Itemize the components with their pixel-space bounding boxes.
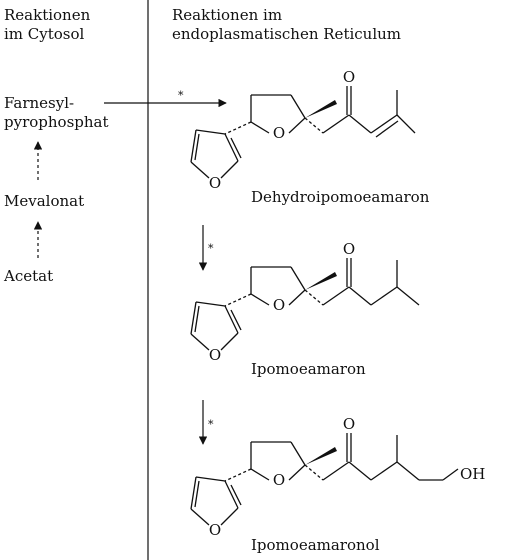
er-header: Reaktionen im endoplasmatischen Reticulu…	[172, 6, 401, 44]
reaction-marker-2: *	[208, 242, 214, 255]
oxygen-label: O	[209, 521, 221, 539]
cytosol-header-line1: Reaktionen	[4, 6, 91, 24]
hydroxyl-label: OH	[460, 465, 485, 483]
oxygen-label: O	[343, 68, 355, 86]
compound-name-ipomoeamaronol: Ipomoeamaronol	[251, 536, 380, 554]
oxygen-label: O	[273, 471, 285, 489]
oxygen-label: O	[209, 346, 221, 364]
oxygen-label: O	[209, 174, 221, 192]
structure-ipomoeamaronol: O O O OH	[190, 415, 485, 539]
structure-ipomoeamaron: O O O	[190, 240, 420, 364]
oxygen-label: O	[343, 415, 355, 433]
farnesyl-line1: Farnesyl-	[4, 94, 75, 112]
er-header-line1: Reaktionen im	[172, 6, 283, 24]
farnesyl-pyrophosphat-label: Farnesyl- pyrophosphat	[4, 94, 109, 132]
farnesyl-line2: pyrophosphat	[4, 113, 109, 131]
reaction-marker-1: *	[178, 89, 184, 102]
oxygen-label: O	[343, 240, 355, 258]
acetat-label: Acetat	[4, 267, 54, 285]
compound-name-dehydroipomoeamaron: Dehydroipomoeamaron	[251, 188, 430, 206]
cytosol-header: Reaktionen im Cytosol	[4, 6, 90, 44]
mevalonat-label: Mevalonat	[4, 192, 85, 210]
cytosol-header-line2: im Cytosol	[4, 25, 85, 43]
oxygen-label: O	[273, 296, 285, 314]
er-header-line2: endoplasmatischen Reticulum	[172, 25, 402, 43]
structure-dehydroipomoeamaron: O O O	[190, 68, 416, 192]
oxygen-label: O	[273, 124, 285, 142]
reaction-marker-3: *	[208, 418, 214, 431]
compound-name-ipomoeamaron: Ipomoeamaron	[251, 360, 366, 378]
